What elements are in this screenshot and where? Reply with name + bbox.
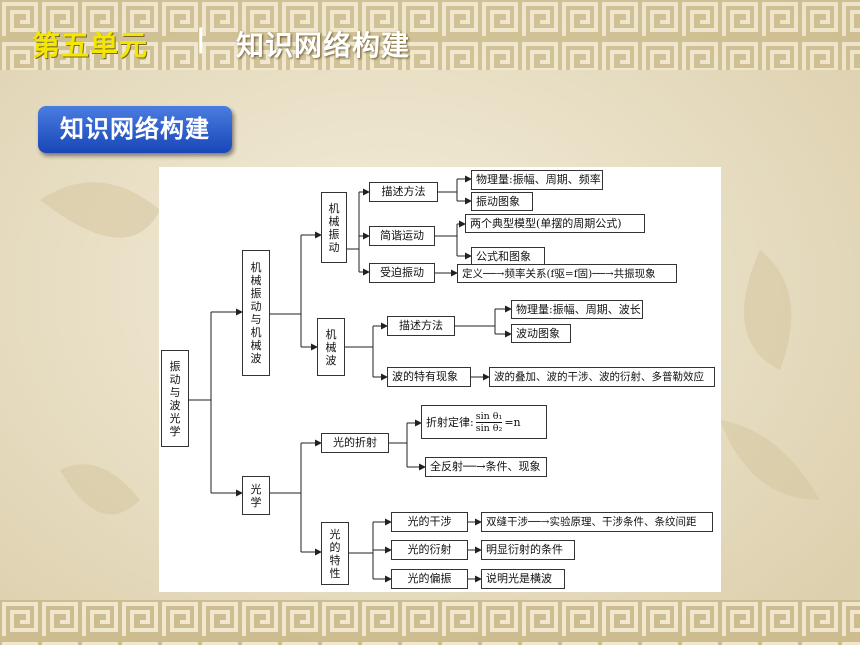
phys-quantity-box-1: 物理量:振幅、周期、频率 [471, 170, 603, 190]
mech-wave-sub-label: 机械波 [325, 327, 337, 367]
refraction-law-prefix: 折射定律: [426, 416, 474, 429]
shm-box: 简谐运动 [369, 226, 435, 246]
mech-vib-node: 机械振动 [321, 192, 347, 263]
refraction-fraction: sin θ₁ sin θ₂ [475, 410, 503, 434]
unit-label: 第五单元 [32, 29, 149, 62]
vib-graph-box: 振动图象 [471, 192, 533, 211]
interference-desc-box: 双缝干涉──→实验原理、干涉条件、条纹间距 [481, 512, 713, 532]
forced-vib-box: 受迫振动 [369, 263, 435, 283]
root-node: 振动与波 光学 [161, 350, 192, 447]
polarization-desc-box: 说明光是横波 [481, 569, 565, 589]
mech-wave-node: 机械振动与机械波 [242, 250, 270, 376]
phys-quantity-box-2: 物理量:振幅、周期、波长 [511, 300, 643, 319]
connector-lines [189, 175, 512, 583]
knowledge-map: 振动与波 光学 机械振动与机械波 光学 机械振动 机械波 描述方法 简谐运动 受… [159, 167, 721, 592]
diffraction-desc-box: 明显衍射的条件 [481, 540, 575, 560]
header-title: 知识网络构建 [236, 29, 411, 62]
describe-method-box: 描述方法 [369, 182, 438, 202]
polarization-box: 光的偏振 [391, 569, 468, 589]
light-char-label: 光的特性 [329, 527, 341, 580]
refraction-numerator: sin θ₁ [475, 410, 503, 423]
header-bar: 第五单元 | 知识网络构建 [0, 0, 860, 70]
describe-method-box-2: 描述方法 [387, 316, 455, 336]
section-badge: 知识网络构建 [38, 106, 232, 153]
wave-special-box: 波的特有现象 [387, 367, 471, 387]
refraction-denominator: sin θ₂ [475, 422, 503, 434]
refraction-equals: =n [504, 415, 521, 429]
mech-wave-sub-node: 机械波 [317, 318, 345, 376]
optics-label: 光学 [250, 482, 262, 509]
two-models-box: 两个典型模型(单摆的周期公式) [465, 214, 645, 233]
optics-node: 光学 [242, 476, 270, 515]
mech-vib-label: 机械振动 [328, 201, 340, 254]
wave-phenomena-box: 波的叠加、波的干涉、波的衍射、多普勒效应 [489, 367, 715, 387]
refraction-box: 光的折射 [321, 433, 389, 453]
root-label: 振动与波 光学 [169, 359, 192, 438]
header-separator: | [196, 24, 206, 54]
mech-wave-label: 机械振动与机械波 [250, 261, 262, 365]
total-reflection-box: 全反射──→条件、现象 [425, 457, 547, 477]
wave-graph-box: 波动图象 [511, 324, 571, 343]
diffraction-box: 光的衍射 [391, 540, 468, 560]
interference-box: 光的干涉 [391, 512, 468, 532]
formula-graph-box: 公式和图象 [471, 247, 545, 266]
refraction-law-box: 折射定律: sin θ₁ sin θ₂ =n [421, 405, 547, 439]
light-char-node: 光的特性 [321, 522, 349, 585]
definition-chain-box: 定义──→频率关系(f驱=f固)──→共振现象 [457, 264, 677, 283]
